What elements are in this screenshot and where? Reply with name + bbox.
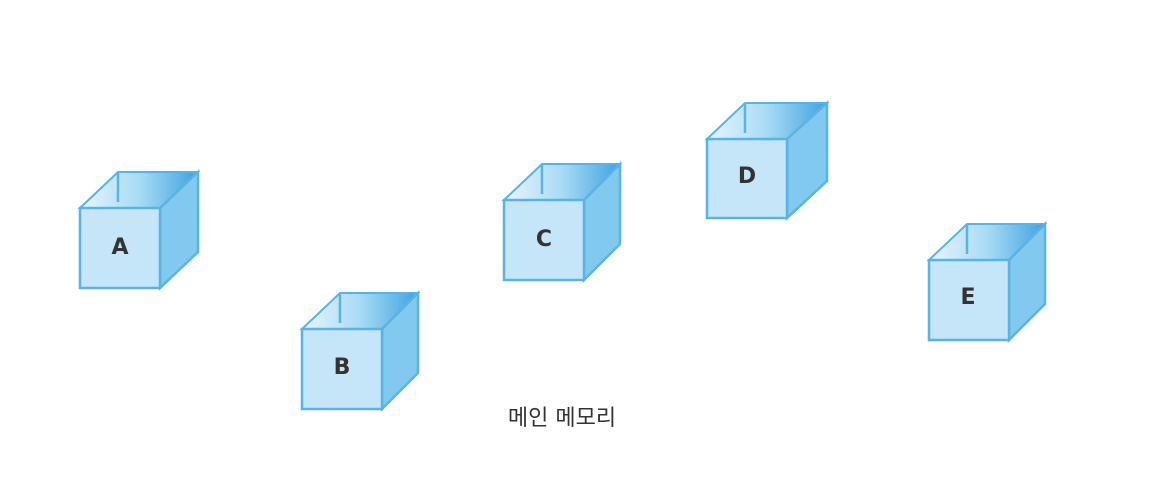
box-b: B	[299, 289, 421, 413]
diagram-caption: 메인 메모리	[508, 406, 616, 431]
box-c: C	[501, 160, 623, 284]
box-d: D	[704, 100, 830, 221]
box-b-label: B	[334, 355, 351, 380]
box-a: A	[77, 169, 201, 291]
box-d-label: D	[738, 164, 756, 189]
box-a-label: A	[111, 235, 128, 260]
box-c-label: C	[536, 227, 552, 252]
box-e: E	[926, 220, 1048, 344]
box-e-label: E	[960, 285, 975, 310]
